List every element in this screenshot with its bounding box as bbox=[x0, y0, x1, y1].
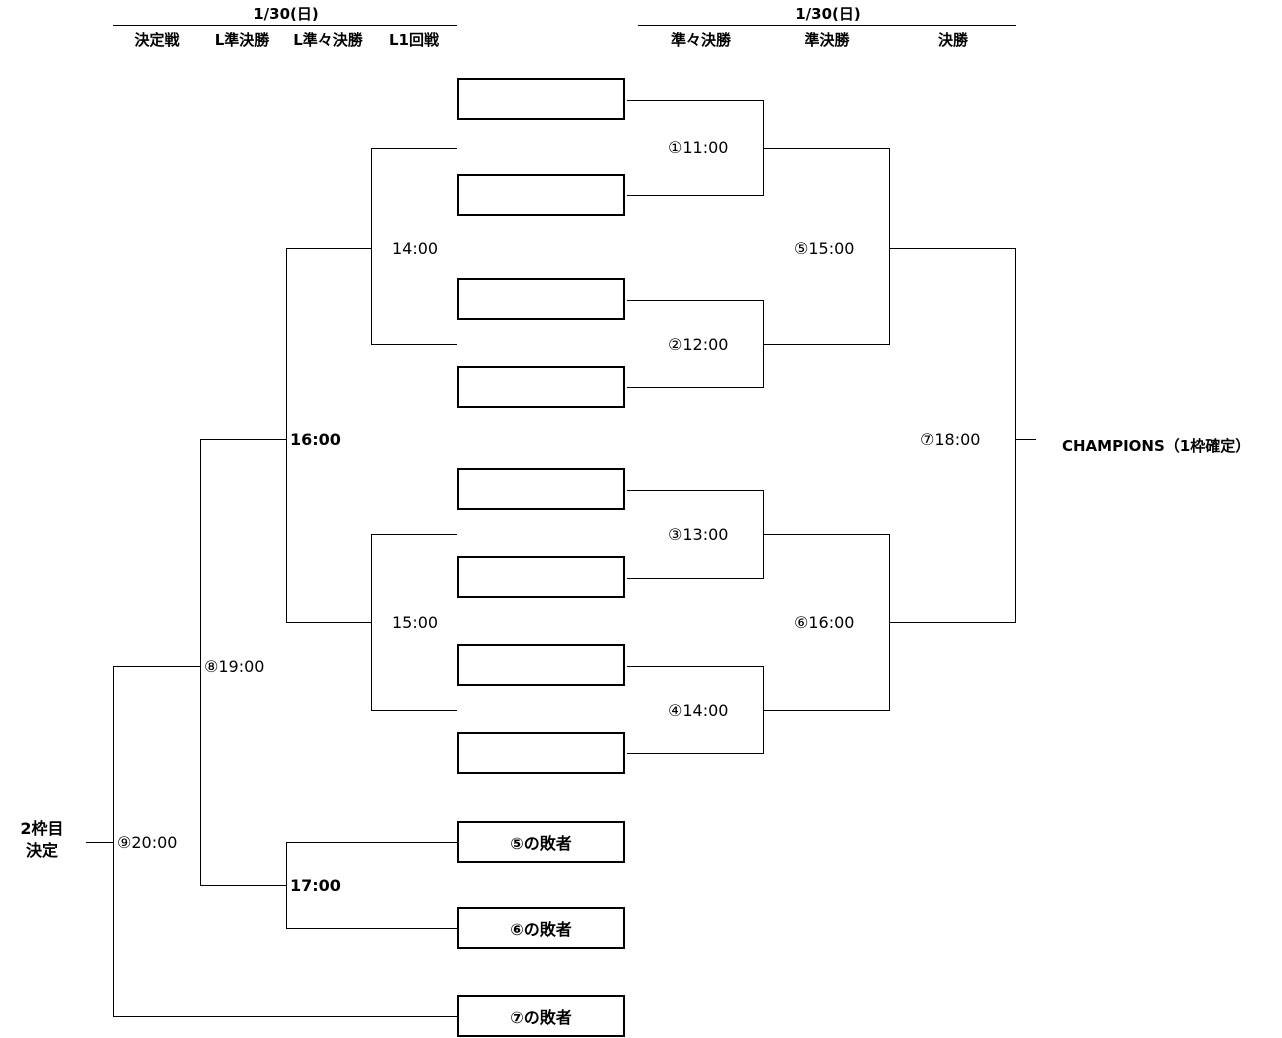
match-label-4: ④14:00 bbox=[668, 701, 729, 720]
match-label-3: ③13:00 bbox=[668, 525, 729, 544]
header-decider: 決定戦 bbox=[134, 31, 180, 49]
loser-slot-5: ⑤の敗者 bbox=[457, 821, 625, 863]
match-label-1: ①11:00 bbox=[668, 138, 729, 157]
match-label-5: ⑤15:00 bbox=[794, 239, 855, 258]
loser-quarterfinal-bottom-time: 17:00 bbox=[290, 876, 341, 895]
loser-slot-7: ⑦の敗者 bbox=[457, 995, 625, 1037]
match-label-2: ②12:00 bbox=[668, 335, 729, 354]
bracket-line-m7 bbox=[889, 248, 1016, 623]
header-loser-round1: L1回戦 bbox=[389, 31, 439, 49]
loser-slot-6: ⑥の敗者 bbox=[457, 907, 625, 949]
team-slot[interactable] bbox=[457, 732, 625, 774]
bracket-line-lqf-bottom bbox=[286, 842, 457, 929]
bracket-line-m5 bbox=[763, 148, 890, 345]
match-label-8: ⑧19:00 bbox=[204, 657, 265, 676]
second-slot-label: 2枠目 決定 bbox=[12, 818, 72, 862]
right-date: 1/30(日) bbox=[795, 5, 861, 23]
team-slot[interactable] bbox=[457, 366, 625, 408]
loser-round1-bottom-time: 15:00 bbox=[392, 613, 439, 632]
bracket-line-m8 bbox=[200, 439, 286, 886]
loser-quarterfinal-top-time: 16:00 bbox=[290, 430, 341, 449]
match-label-9: ⑨20:00 bbox=[117, 833, 178, 852]
header-loser-semifinal: L準決勝 bbox=[214, 31, 270, 49]
champions-label: CHAMPIONS（1枠確定） bbox=[1062, 437, 1251, 455]
team-slot[interactable] bbox=[457, 556, 625, 598]
second-slot-label-line1: 2枠目 bbox=[20, 819, 64, 838]
header-final: 決勝 bbox=[937, 31, 969, 49]
team-slot[interactable] bbox=[457, 174, 625, 216]
team-slot[interactable] bbox=[457, 78, 625, 120]
team-slot[interactable] bbox=[457, 468, 625, 510]
bracket-line-lqf-top bbox=[286, 248, 371, 623]
loser-round1-top-time: 14:00 bbox=[392, 239, 439, 258]
header-semifinal: 準決勝 bbox=[804, 31, 850, 49]
match-label-6: ⑥16:00 bbox=[794, 613, 855, 632]
left-date: 1/30(日) bbox=[253, 5, 319, 23]
match-label-7: ⑦18:00 bbox=[920, 430, 981, 449]
header-loser-quarterfinal: L準々決勝 bbox=[293, 31, 363, 49]
header-quarterfinal: 準々決勝 bbox=[670, 31, 732, 49]
bracket-line-l1-top bbox=[371, 148, 457, 345]
team-slot[interactable] bbox=[457, 278, 625, 320]
bracket-line-m9 bbox=[113, 666, 457, 1017]
second-slot-label-line2: 決定 bbox=[25, 841, 58, 860]
team-slot[interactable] bbox=[457, 644, 625, 686]
bracket-line-l1-bottom bbox=[371, 534, 457, 711]
